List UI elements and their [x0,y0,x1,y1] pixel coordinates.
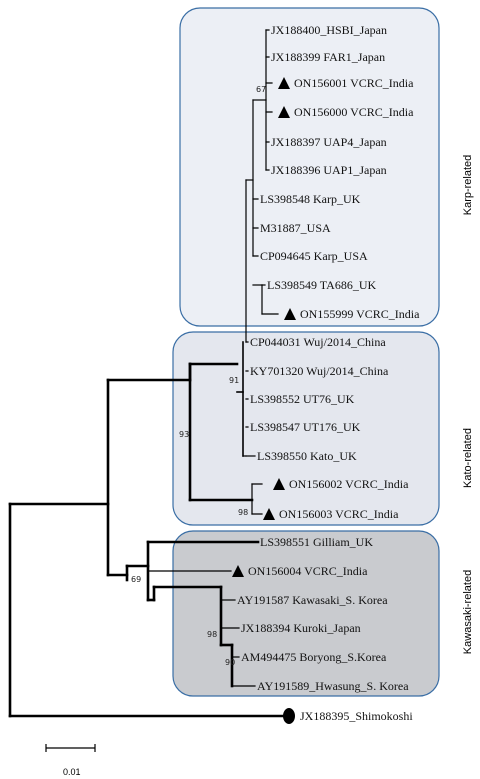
leaf-label: CP094645 Karp_USA [260,249,368,263]
leaf-label: ON156004 VCRC_India [248,564,368,578]
kawasaki-clade-box [172,530,440,697]
tree-branch [251,483,263,515]
leaf-label: AM494475 Boryong_S.Korea [241,650,387,664]
circle-marker-icon [283,708,295,724]
scale-bar-label: 0.01 [63,767,81,777]
kato-clade-box [172,331,440,526]
leaf-label: JX188399 FAR1_Japan [271,50,385,64]
leaf-label: AY191589_Hwasung_S. Korea [257,679,409,693]
bootstrap-label: 69 [131,575,141,584]
tree-branch [252,198,259,257]
leaf-label: AY191587 Kawasaki_S. Korea [237,593,388,607]
leaf-label: LS398551 Gilliam_UK [260,535,373,549]
leaf-label: ON155999 VCRC_India [300,307,420,321]
karp-group-label: Karp-related [462,155,474,216]
karp-clade-box [179,7,440,327]
leaf-label: ON156002 VCRC_India [289,477,409,491]
triangle-marker-icon [284,308,296,320]
leaf-label: JX188396 UAP1_Japan [271,163,387,177]
leaf-label: ON156003 VCRC_India [279,507,399,521]
kato-group-label: Kato-related [462,428,474,488]
triangle-marker-icon [263,508,275,520]
leaf-label: KY701320 Wuj/2014_China [250,364,389,378]
tree-branches [8,29,285,718]
scale-bar: 0.01 [45,744,96,777]
tree-branch [265,29,270,171]
bootstrap-label: 90 [225,658,235,667]
triangle-marker-icon [232,565,244,577]
leaf-label: M31887_USA [260,221,331,235]
leaf-label: LS398547 UT176_UK [250,420,361,434]
leaf-label: CP044031 Wuj/2014_China [250,335,386,349]
leaf-label: JX188395_Shimokoshi [300,709,413,723]
leaf-label: LS398552 UT76_UK [250,392,355,406]
leaf-label: JX188394 Kuroki_Japan [241,621,361,635]
kawasaki-group-label: Kawasaki-related [462,570,474,654]
bootstrap-label: 98 [238,508,248,517]
leaf-label: ON156000 VCRC_India [294,105,414,119]
group-labels: Karp-related Kato-related Kawasaki-relat… [462,155,474,654]
triangle-marker-icon [273,478,285,490]
tree-branch [265,82,273,113]
bootstrap-label: 91 [229,376,239,385]
tree-branch [245,341,249,428]
bootstrap-label: 93 [179,430,189,439]
scale-bar-line [45,744,96,752]
bootstrap-label: 67 [256,85,266,94]
leaf-label: JX188400_HSBI_Japan [271,23,387,37]
leaf-label: JX188397 UAP4_Japan [271,135,387,149]
leaf-label: LS398550 Kato_UK [257,449,357,463]
leaf-label: LS398548 Karp_UK [260,192,361,206]
bootstrap-values: 67 91 93 98 69 98 90 [131,85,266,667]
leaf-label: ON156001 VCRC_India [294,76,414,90]
triangle-marker-icon [278,106,290,118]
bootstrap-label: 98 [207,630,217,639]
leaf-label: LS398549 TA686_UK [267,278,376,292]
triangle-marker-icon [278,77,290,89]
